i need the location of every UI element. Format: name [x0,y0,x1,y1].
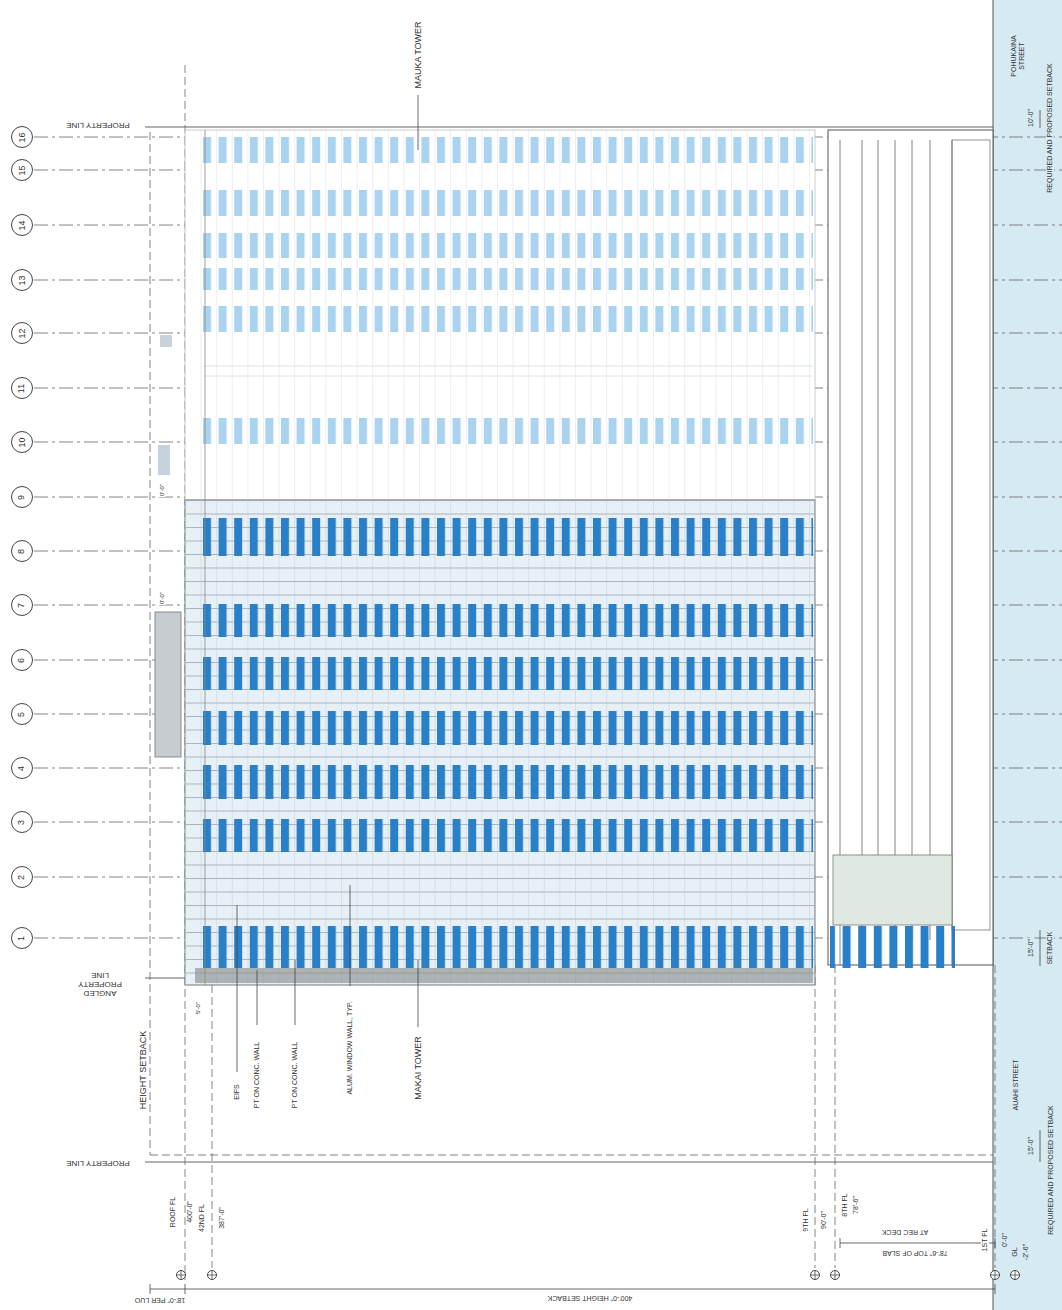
level-label: 0'-0" [1001,1232,1009,1248]
grid-number: 13 [17,275,26,285]
level-label: 90'-0" [820,1210,828,1230]
property-line-label: ANGLED PROPERTY LINE [68,970,132,998]
setback-label: REQUIRED AND PROPOSED SETBACK [1046,62,1054,194]
dimension-label: 78'-6" TOP OF SLAB [881,1249,948,1257]
grid-bubble: 4 [11,757,33,779]
grid-number: 6 [17,657,26,662]
tower-label: MAUKA TOWER [413,20,423,89]
grid-number: 9 [17,494,26,499]
tower-label: MAKAI TOWER [413,1035,423,1101]
level-label: 9TH FL [802,1207,810,1232]
dimension-label: 0'-0" [159,591,166,605]
dimension-label: 15'-0" [1027,938,1035,958]
dimension-label: AT REC DECK [881,1228,929,1236]
grid-bubble: 15 [11,159,33,181]
setback-label: SETBACK [1046,931,1054,966]
level-label: -2'-6" [1022,1243,1030,1261]
material-callout: PT ON CONC. WALL [253,1041,261,1110]
grid-bubble: 14 [11,214,33,236]
level-label: ROOF FL [169,1196,177,1228]
grid-number: 4 [17,765,26,770]
level-label: 42ND FL [198,1203,206,1233]
grid-bubble: 11 [11,377,33,399]
level-label: 387'-0" [218,1206,226,1230]
grid-bubble: 1 [11,927,33,949]
dimension-label: 0'-0" [159,483,166,497]
dimension-label: 15'-0" [1027,1136,1035,1156]
setback-label: REQUIRED AND PROPOSED SETBACK [1047,1104,1055,1236]
material-callout: PT ON CONC. WALL [291,1041,299,1110]
grid-bubble: 13 [11,269,33,291]
street-label: POHUKAINA STREET [1010,33,1026,79]
dimension-label: 400'-0" HEIGHT SETBACK [547,1294,634,1302]
grid-bubble: 8 [11,540,33,562]
dimension-label: 5'-0" [195,1001,202,1015]
grid-number: 15 [17,165,26,175]
grid-bubble: 10 [11,431,33,453]
grid-number: 16 [17,132,26,142]
grid-bubble: 16 [11,126,33,148]
grid-bubble: 12 [11,322,33,344]
grid-number: 8 [17,548,26,553]
grid-bubble: 6 [11,649,33,671]
grid-bubble: 9 [11,486,33,508]
dimension-label: 10'-0" [1027,108,1035,128]
grid-number: 10 [17,437,26,447]
level-label: 8TH FL [841,1192,849,1217]
dimension-label: 18'-0" PER LUO [134,1296,187,1304]
grid-bubble: 5 [11,703,33,725]
level-label: 78'-6" [852,1195,860,1215]
material-callout: ALUM. WINDOW WALL, TYP. [346,1000,354,1095]
grid-number: 3 [17,819,26,824]
grid-number: 7 [17,602,26,607]
property-line-label: PROPERTY LINE [65,120,131,129]
grid-number: 5 [17,711,26,716]
level-label: GL [1011,1246,1019,1257]
street-label: AUAHI STREET [1012,1059,1020,1112]
grid-number: 12 [17,328,26,338]
grid-number: 14 [17,220,26,230]
grid-number: 1 [17,935,26,940]
material-callout: EIFS [233,1083,241,1101]
grid-bubble: 3 [11,811,33,833]
grid-bubble: 2 [11,866,33,888]
grid-number: 2 [17,874,26,879]
level-label: 400'-0" [186,1200,194,1224]
grid-bubble: 7 [11,594,33,616]
grid-number: 11 [18,383,27,392]
property-line-label: PROPERTY LINE [65,1158,131,1167]
level-label: 1ST FL [981,1228,989,1253]
setback-label: HEIGHT SETBACK [138,1030,148,1110]
